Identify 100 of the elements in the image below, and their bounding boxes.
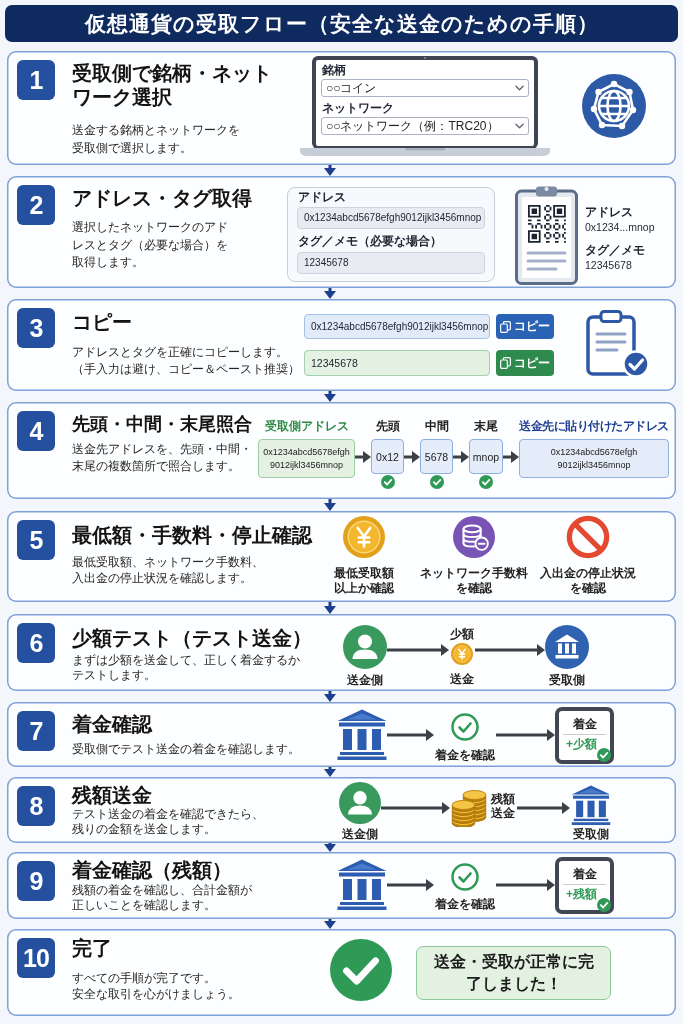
icon-caption: 送金側 bbox=[347, 673, 383, 687]
step-description: 最低受取額、ネットワーク手数料、入出金の停止状況を確認します。 bbox=[72, 555, 265, 586]
dropdown-field: ○○コイン bbox=[321, 79, 529, 97]
tablet-screen bbox=[555, 857, 614, 914]
step-description: （手入力は避け、コピー＆ペースト推奨） bbox=[72, 361, 300, 378]
arrow bbox=[324, 691, 336, 702]
arrow bbox=[496, 729, 555, 741]
value-text: 12345678 bbox=[585, 259, 632, 272]
arrow bbox=[453, 451, 469, 463]
icon-caption: 最低受取額以上か確認 bbox=[333, 566, 395, 596]
icon-caption: 入出金の停止状況を確認 bbox=[539, 566, 637, 596]
arrow bbox=[324, 767, 336, 777]
icon-caption: 受取側 bbox=[573, 827, 609, 841]
icon-caption: 受取側 bbox=[549, 673, 585, 687]
step-description: 送金する銘柄とネットワークを受取側で選択します。 bbox=[72, 122, 241, 157]
tag-field: 12345678 bbox=[304, 350, 490, 376]
step-heading: アドレス・タグ取得 bbox=[72, 186, 252, 210]
step-description: 残額の着金を確認し、合計金額が正しいことを確認します。 bbox=[72, 882, 253, 913]
step-panel bbox=[7, 511, 676, 602]
step-panel bbox=[7, 299, 676, 391]
step-panel bbox=[7, 614, 676, 691]
step-heading: コピー bbox=[72, 310, 132, 334]
step-description: アドレスとタグを正確にコピーします。 bbox=[72, 344, 288, 361]
value-text: 0x1234...mnop bbox=[585, 221, 655, 234]
arrow bbox=[496, 879, 555, 891]
address-field: 0x1234abcd5678efgh9012ijkl3456mnop bbox=[297, 207, 485, 229]
copy-button: コピー bbox=[496, 350, 554, 376]
arrow bbox=[517, 802, 570, 814]
step-number-badge: 7 bbox=[17, 711, 55, 751]
step-number-badge: 4 bbox=[17, 411, 55, 451]
icon-caption: 着金を確認 bbox=[435, 748, 495, 762]
step-number-badge: 6 bbox=[17, 623, 55, 663]
step-panel bbox=[7, 777, 676, 843]
step-heading: 完了 bbox=[72, 936, 112, 960]
icon-caption: 送金側 bbox=[342, 827, 378, 841]
icon-caption: ネットワーク手数料を確認 bbox=[419, 566, 529, 596]
arrow bbox=[324, 288, 336, 299]
arrow bbox=[387, 729, 434, 741]
arrow bbox=[324, 602, 336, 614]
step-heading: 最低額・手数料・停止確認 bbox=[72, 523, 312, 547]
arrow bbox=[387, 879, 434, 891]
completion-box: 送金・受取が正常に完了しました！ bbox=[416, 946, 611, 1000]
column-heading: 中間 bbox=[424, 419, 449, 433]
step-description: まずは少額を送金して、正しく着金するかテストします。 bbox=[72, 653, 301, 683]
segment-box: 0x12 bbox=[371, 439, 404, 474]
step-description: 受取側でテスト送金の着金を確認します。 bbox=[72, 741, 300, 757]
amount-text: +少額 bbox=[566, 737, 597, 751]
arrow bbox=[324, 843, 336, 852]
step-panel bbox=[7, 402, 676, 499]
step-heading: 着金確認（残額） bbox=[72, 858, 232, 882]
arrow bbox=[324, 499, 336, 511]
field-label: タグ／メモ bbox=[585, 243, 645, 258]
field-label: 銘柄 bbox=[322, 63, 346, 78]
step-number-badge: 1 bbox=[17, 60, 55, 100]
segment-box: mnop bbox=[469, 439, 503, 474]
step-number-badge: 8 bbox=[17, 786, 55, 826]
step-panel bbox=[7, 702, 676, 767]
arrow bbox=[381, 802, 450, 814]
arrow bbox=[387, 644, 449, 656]
arrow bbox=[404, 451, 420, 463]
step-description: すべての手順が完了です。 bbox=[72, 969, 216, 987]
step-panel bbox=[7, 176, 676, 288]
step-number-badge: 5 bbox=[17, 520, 55, 560]
screen-label: 着金 bbox=[572, 867, 597, 881]
column-heading: 受取側アドレス bbox=[264, 419, 349, 433]
column-heading: 先頭 bbox=[375, 419, 400, 433]
field-label: タグ／メモ（必要な場合） bbox=[298, 234, 442, 249]
step-number-badge: 10 bbox=[17, 938, 55, 978]
step-number-badge: 2 bbox=[17, 185, 55, 225]
icon-caption: 少額 bbox=[450, 627, 474, 641]
column-heading: 末尾 bbox=[474, 419, 498, 433]
step-heading: 少額テスト（テスト送金） bbox=[72, 626, 312, 650]
arrow bbox=[503, 451, 519, 463]
field-label: アドレス bbox=[585, 205, 633, 220]
step-description: 選択したネットワークのアドレスとタグ（必要な場合）を取得します。 bbox=[72, 219, 229, 271]
arrow bbox=[355, 451, 371, 463]
step-panel bbox=[7, 852, 676, 919]
address-box: 0x1234abcd5678efgh9012ijkl3456mnop bbox=[519, 439, 669, 478]
arrow bbox=[475, 644, 545, 656]
step-heading: 先頭・中間・末尾照合 bbox=[72, 414, 252, 436]
amount-text: +残額 bbox=[566, 887, 597, 901]
segment-box: 5678 bbox=[420, 439, 453, 474]
arrow bbox=[324, 919, 336, 929]
step-heading: 残額送金 bbox=[72, 783, 152, 807]
screen-label: 着金 bbox=[572, 717, 597, 731]
step-description: 送金先アドレスを、先頭・中間・末尾の複数箇所で照合します。 bbox=[72, 441, 253, 475]
field-label: ネットワーク bbox=[322, 101, 394, 116]
arrow bbox=[324, 391, 336, 402]
icon-caption: 送金 bbox=[450, 672, 474, 686]
tag-field: 12345678 bbox=[297, 252, 485, 274]
step-panel bbox=[7, 51, 676, 165]
step-number-badge: 9 bbox=[17, 861, 55, 901]
title-banner: 仮想通貨の受取フロー（安全な送金のための手順） bbox=[5, 5, 678, 42]
step-heading: 受取側で銘柄・ネットワーク選択 bbox=[72, 61, 273, 109]
address-box: 0x1234abcd5678efgh9012ijkl3456mnop bbox=[258, 439, 355, 478]
step-heading: 着金確認 bbox=[72, 712, 152, 736]
step-description: テスト送金の着金を確認できたら、残りの金額を送金します。 bbox=[72, 807, 265, 837]
arrow bbox=[324, 165, 336, 176]
icon-caption: 着金を確認 bbox=[435, 897, 495, 911]
field-label: アドレス bbox=[298, 190, 346, 205]
